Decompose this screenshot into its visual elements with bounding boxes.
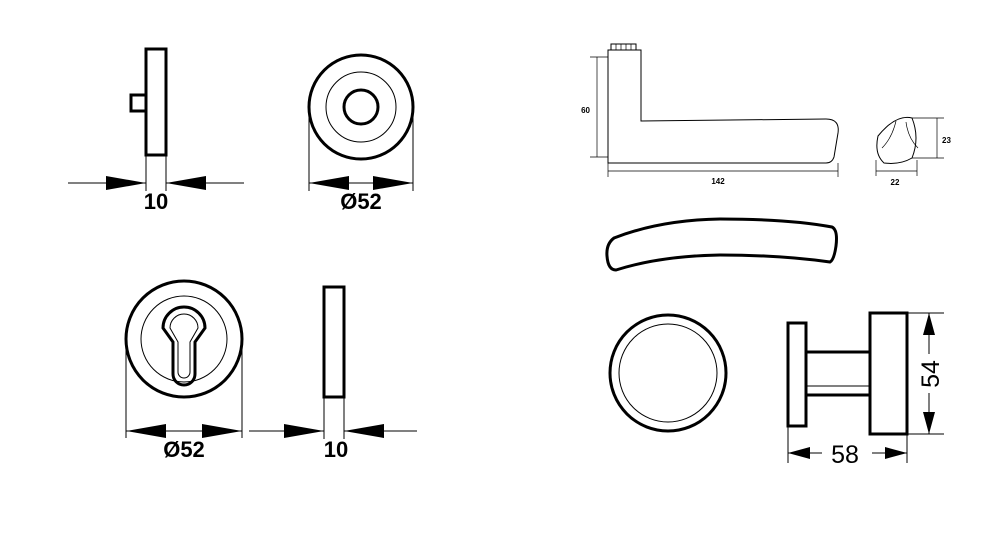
handle-top-outline (605, 217, 838, 272)
handle-spindle-cap (610, 43, 637, 51)
euro-cylinder-outer (161, 305, 207, 387)
lever-handle-side-view: 60 142 (581, 43, 839, 186)
section-height-label: 23 (942, 136, 951, 145)
rose-middle-circle (325, 71, 397, 143)
knob-rose-plate (786, 321, 808, 428)
knob-inner-circle (618, 323, 718, 423)
knob-depth-label: 58 (831, 441, 859, 469)
knob-diameter-label: 54 (917, 360, 945, 388)
knob-front-view (608, 313, 728, 433)
knob-head (868, 311, 909, 436)
section-outline (876, 116, 917, 164)
handle-length-label: 142 (711, 177, 725, 186)
handle-height-label: 60 (581, 106, 590, 115)
escutcheon-side-thickness-label: 10 (324, 437, 348, 462)
handle-cross-section: 23 22 (875, 116, 951, 187)
rose-front-view: Ø52 (307, 53, 415, 214)
rose-side-plate (144, 47, 168, 157)
escutcheon-outer-circle (124, 279, 244, 399)
escutcheon-front-view: Ø52 (124, 279, 244, 462)
rose-outer-circle (307, 53, 415, 161)
escutcheon-side-view: 10 (249, 285, 417, 462)
knob-outer-circle (608, 313, 728, 433)
section-width-label: 22 (891, 178, 900, 187)
rose-inner-circle (342, 88, 380, 126)
rose-side-thickness-label: 10 (144, 189, 168, 214)
rose-side-view: 10 (68, 47, 244, 214)
rose-diameter-label: Ø52 (340, 189, 382, 214)
escutcheon-diameter-label: Ø52 (163, 437, 205, 462)
rose-side-spigot (129, 93, 148, 113)
euro-cylinder-inner (169, 313, 199, 379)
escutcheon-inner-circle (140, 295, 228, 383)
lever-handle-top-view (605, 217, 838, 272)
knob-neck (804, 350, 872, 397)
handle-body (607, 49, 839, 164)
knob-side-view: 54 58 (786, 311, 945, 469)
escutcheon-side-plate (322, 285, 346, 399)
